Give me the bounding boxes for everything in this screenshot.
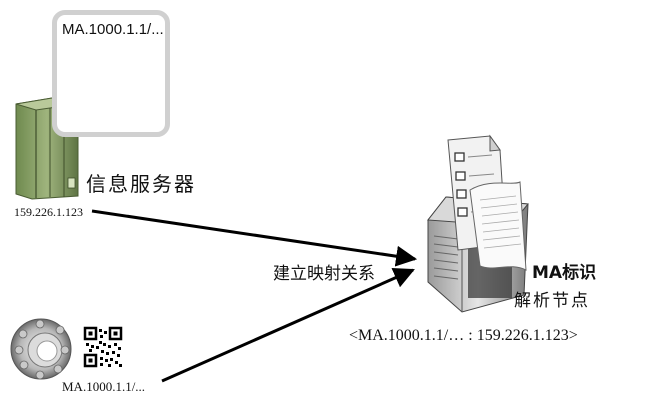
document-stack-icon [447, 134, 527, 271]
info-server-ip: 159.226.1.123 [14, 205, 83, 219]
qr-code-icon [83, 326, 123, 368]
info-card-title: MA.1000.1.1/... [62, 21, 164, 38]
mapping-arrow-label: 建立映射关系 [273, 264, 375, 284]
bearing-icon [10, 318, 72, 380]
ma-node-label-line1: MA标识 [532, 263, 597, 283]
info-server-label: 信息服务器 [86, 172, 196, 196]
mapping-arrow-from-product [161, 268, 415, 383]
mapping-record: <MA.1000.1.1/… : 159.226.1.123> [349, 327, 578, 344]
ma-node-label-line2: 解析节点 [514, 291, 590, 311]
mapping-arrow-from-server [91, 209, 418, 267]
info-card [52, 10, 170, 137]
product-identifier: MA.1000.1.1/... [62, 379, 146, 394]
